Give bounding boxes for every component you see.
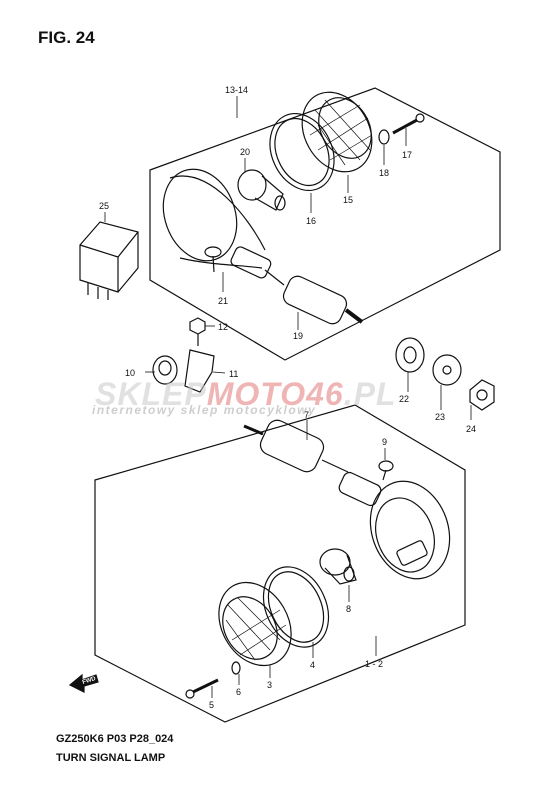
lower-screw	[185, 678, 219, 699]
lower-lamp-housing	[338, 471, 451, 580]
relay-unit	[79, 221, 139, 300]
callout-11: 11	[229, 369, 238, 379]
bracket-bolt	[189, 317, 206, 346]
grommet	[395, 337, 425, 373]
upper-lamp-housing	[162, 168, 272, 279]
nut	[469, 379, 495, 411]
watermark-brand-c: .PL	[343, 376, 397, 412]
figure-title: FIG. 24	[38, 28, 95, 47]
callout-25: 25	[99, 201, 109, 211]
lower-washer	[231, 661, 241, 675]
diagram-code: GZ250K6 P03 P28_024	[56, 733, 174, 745]
watermark-tagline: internetowy sklep motocyklowy	[92, 403, 317, 417]
callout-19: 19	[293, 331, 303, 341]
callout-9: 9	[382, 437, 387, 447]
upper-screw	[392, 113, 425, 135]
lower-socket	[243, 419, 349, 473]
fwd-label: FWD	[82, 676, 97, 686]
upper-lens	[301, 91, 373, 173]
callout-13-14: 13-14	[225, 85, 248, 95]
callout-22: 22	[399, 394, 409, 404]
callout-6: 6	[236, 687, 241, 697]
callout-15: 15	[343, 195, 353, 205]
callout-7: 7	[304, 410, 309, 420]
callout-20: 20	[240, 147, 250, 157]
lower-lens	[218, 581, 292, 667]
watermark-brand-b: MOTO46	[206, 376, 344, 412]
fwd-arrow-icon	[68, 673, 99, 693]
callout-1-2: 1 - 2	[365, 659, 383, 669]
callout-23: 23	[435, 412, 445, 422]
callout-21: 21	[218, 296, 228, 306]
washer	[432, 354, 462, 386]
lower-assembly-frame	[94, 404, 466, 723]
callout-8: 8	[346, 604, 351, 614]
diagram-caption: TURN SIGNAL LAMP	[56, 752, 166, 764]
watermark-logo: SKLEPMOTO46.PL	[95, 376, 396, 413]
lower-bulb	[319, 548, 357, 585]
upper-assembly-frame	[149, 87, 501, 361]
upper-bulb	[237, 169, 286, 211]
leader-lines	[104, 96, 472, 698]
upper-housing-screw	[204, 246, 222, 273]
lower-housing-screw	[378, 460, 394, 481]
callout-12: 12	[218, 322, 228, 332]
callout-16: 16	[306, 216, 316, 226]
callout-3: 3	[267, 680, 272, 690]
callout-18: 18	[379, 168, 389, 178]
upper-washer	[378, 129, 390, 145]
callout-17: 17	[402, 150, 412, 160]
upper-socket	[264, 269, 364, 325]
callout-10: 10	[125, 368, 135, 378]
watermark-brand-a: SKLEP	[95, 376, 207, 412]
callout-24: 24	[466, 424, 476, 434]
callout-5: 5	[209, 700, 214, 710]
callout-4: 4	[310, 660, 315, 670]
rubber-spacer	[152, 355, 178, 385]
bracket	[184, 349, 215, 393]
